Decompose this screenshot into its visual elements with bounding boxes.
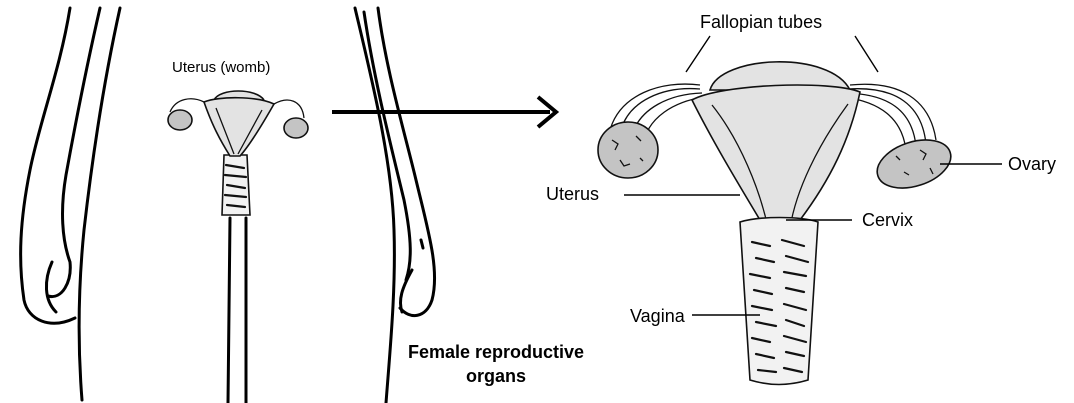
small-uterus-illustration: Uterus (womb) (168, 59, 308, 215)
cervix-label: Cervix (862, 210, 913, 230)
uterus-label: Uterus (546, 184, 599, 204)
vagina-label: Vagina (630, 306, 686, 326)
caption-line-2: organs (466, 366, 526, 386)
arrow (332, 97, 556, 127)
fallopian-tubes-label: Fallopian tubes (700, 12, 822, 32)
small-uterus-label: Uterus (womb) (172, 59, 270, 76)
ovary-label: Ovary (1008, 154, 1056, 174)
caption-line-1: Female reproductive (408, 342, 584, 362)
